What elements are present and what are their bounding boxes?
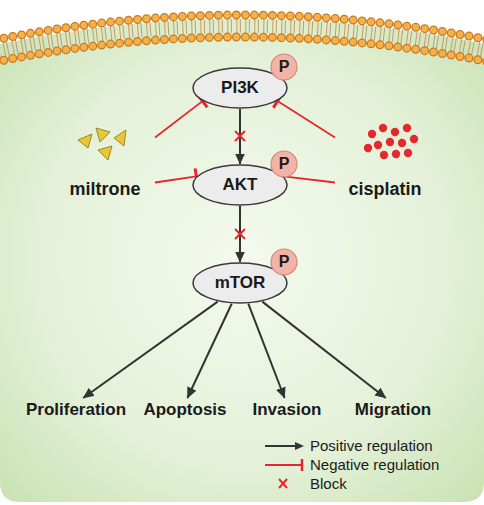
inhibition-connector	[155, 101, 203, 137]
lipid-heads-inner	[0, 37, 484, 62]
phospho-circle: P	[270, 53, 298, 81]
negative-sample-bar	[301, 459, 304, 471]
phospho-circle: P	[270, 150, 298, 178]
phospho-outline	[271, 151, 297, 177]
drug-node: cisplatin	[335, 125, 435, 200]
lipid-heads-inner-fill	[0, 37, 484, 62]
outcome-node: Proliferation	[18, 398, 134, 422]
cytoplasm-panel	[0, 19, 484, 502]
protein-label: PI3K	[221, 78, 259, 98]
phospho-label: P	[279, 155, 290, 173]
protein-label: AKT	[223, 175, 258, 195]
phospho-outline	[271, 54, 297, 80]
activation-arrow	[83, 302, 218, 398]
activation-arrow	[248, 304, 284, 398]
outcome-label: Migration	[355, 400, 432, 420]
block-cross	[235, 229, 245, 239]
drug-label: cisplatin	[348, 179, 421, 200]
drug-triangle	[96, 128, 110, 142]
inhibition-connector	[155, 176, 196, 182]
block-cross	[235, 131, 245, 141]
positive-sample-head	[295, 442, 304, 450]
activation-arrow	[262, 302, 386, 398]
block-sample	[279, 479, 287, 488]
drug-triangle	[114, 130, 126, 146]
outcome-node: Migration	[345, 398, 441, 422]
phospho-outline	[271, 249, 297, 275]
inhibition-connector	[278, 101, 336, 137]
phospho-label: P	[279, 58, 290, 76]
legend-text: Block	[310, 475, 347, 493]
block-cross	[235, 131, 245, 141]
block-sample	[279, 479, 287, 488]
block-cross	[235, 229, 245, 239]
legend-text: Positive regulation	[310, 437, 433, 455]
cell-membrane	[0, 15, 484, 62]
outcome-node: Invasion	[248, 398, 326, 422]
legend-text: Negative regulation	[310, 456, 439, 474]
cisplatin-molecules	[364, 124, 418, 159]
legend-samples	[265, 442, 304, 488]
negative-sample	[265, 464, 302, 466]
miltrone-molecules	[78, 128, 126, 160]
phospho-circle: P	[270, 248, 298, 276]
protein-ellipse: mTORP	[192, 262, 288, 304]
phospho-label: P	[279, 253, 290, 271]
outcome-node: Apoptosis	[140, 398, 230, 422]
inhibition-connector	[284, 176, 335, 182]
drug-label: miltrone	[69, 179, 140, 200]
outcome-label: Proliferation	[26, 400, 126, 420]
protein-label: mTOR	[215, 273, 266, 293]
outcome-label: Apoptosis	[143, 400, 226, 420]
drug-triangle	[78, 134, 92, 148]
drug-node: miltrone	[55, 125, 155, 200]
positive-sample	[265, 445, 298, 447]
protein-ellipse: AKTP	[192, 164, 288, 206]
activation-arrow	[187, 304, 231, 398]
drug-triangle	[98, 146, 112, 160]
outcome-label: Invasion	[253, 400, 322, 420]
protein-ellipse: PI3KP	[192, 67, 288, 109]
